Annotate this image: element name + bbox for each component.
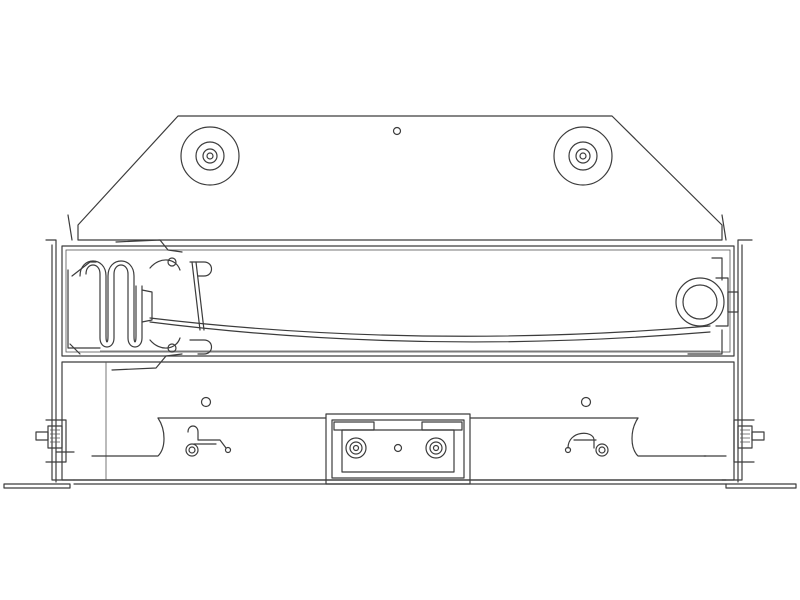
right-bracket-screw xyxy=(425,437,447,459)
left-keyhole-slot xyxy=(185,425,232,457)
lamp-holder xyxy=(675,257,739,327)
outer-housing xyxy=(3,214,797,489)
right-side-fastener xyxy=(703,419,765,463)
left-side-fastener xyxy=(35,419,75,463)
center-bracket xyxy=(325,413,471,485)
left-mounting-grommet xyxy=(180,126,240,186)
lower-tray xyxy=(61,361,735,481)
spring-clip xyxy=(67,239,213,371)
right-mounting-grommet xyxy=(553,126,613,186)
lamp-compartment xyxy=(61,245,735,357)
top-mounting-plate xyxy=(77,115,723,241)
right-keyhole-slot xyxy=(564,432,609,457)
left-bracket-screw xyxy=(345,437,367,459)
